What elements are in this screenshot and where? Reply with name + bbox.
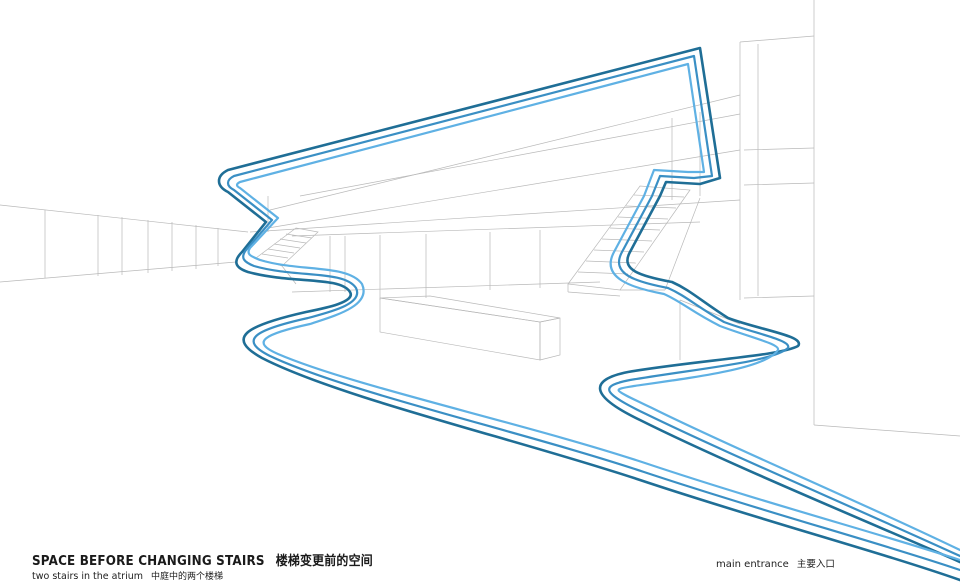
title-chinese: 楼梯变更前的空间 bbox=[275, 554, 373, 569]
right-wall bbox=[739, 0, 960, 437]
path-middle-line bbox=[226, 54, 960, 572]
ceiling-lines bbox=[249, 94, 741, 233]
main-entrance-label: main entrance 主要入口 bbox=[716, 556, 835, 570]
subtitle-chinese: 中庭中的两个楼梯 bbox=[151, 572, 224, 582]
title-english: SPACE BEFORE CHANGING STAIRS bbox=[32, 554, 265, 569]
entrance-chinese: 主要入口 bbox=[796, 559, 835, 570]
diagram-subtitle: two stairs in the atrium 中庭中的两个楼梯 bbox=[32, 569, 223, 582]
central-block bbox=[379, 295, 561, 361]
subtitle-english: two stairs in the atrium bbox=[32, 571, 143, 582]
right-staircase bbox=[567, 185, 741, 360]
path-inner-line bbox=[235, 62, 960, 562]
back-wall-panels bbox=[291, 221, 701, 300]
circulation-path bbox=[217, 46, 960, 582]
left-wall bbox=[0, 204, 249, 283]
entrance-english: main entrance bbox=[716, 559, 789, 570]
architecture-wireframe bbox=[0, 0, 960, 437]
path-outer-line bbox=[217, 46, 960, 582]
diagram-title: SPACE BEFORE CHANGING STAIRS 楼梯变更前的空间 bbox=[32, 550, 373, 569]
